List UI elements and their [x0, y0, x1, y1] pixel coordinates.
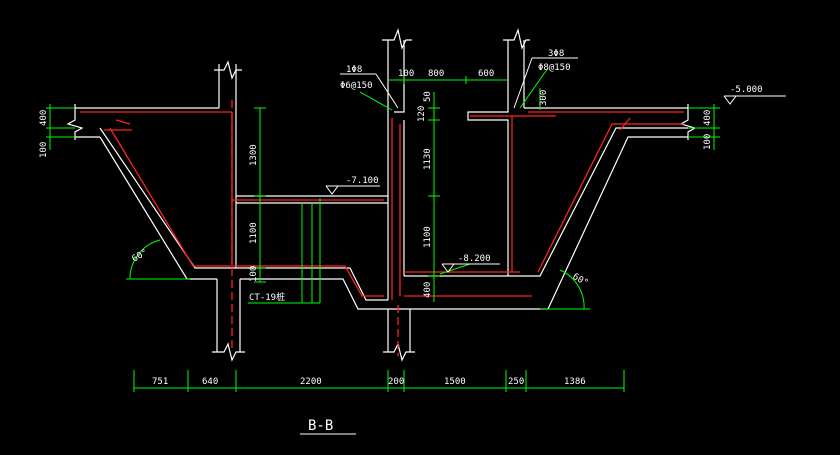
break-mark [214, 60, 242, 80]
angle-arc-right [559, 269, 585, 310]
elevation-symbol [723, 95, 737, 105]
dim-text: 100 [249, 266, 259, 282]
rebar-bottom-left [193, 265, 384, 297]
pile-mark-label: CT-19桩 [249, 291, 285, 303]
rebar-label: 1Φ8 [346, 65, 362, 75]
dim-text: 250 [508, 377, 524, 387]
rebar-label: 3Φ8 [548, 49, 564, 59]
angle-arc-left [129, 239, 161, 280]
dim-text: 1130 [423, 148, 433, 170]
rebar-tick [619, 117, 631, 131]
structure-outline [66, 27, 697, 362]
pit-step-outer [240, 278, 530, 310]
dim-text: 400 [39, 110, 49, 126]
elevation-label: -8.200 [458, 254, 491, 264]
rebar-right-slope [537, 123, 684, 273]
dim-text: 1100 [249, 222, 259, 244]
dim-text: 200 [388, 377, 404, 387]
dim-text: 1100 [423, 226, 433, 248]
dim-text: 640 [202, 377, 218, 387]
labels: B-B -5.000 -7.100 -8.200 1Φ8 Φ6@150 3Φ8 … [39, 49, 763, 434]
central-wall-right [394, 40, 405, 113]
dimension-lines [46, 67, 720, 392]
elevation-label: -5.000 [730, 85, 763, 95]
dim-text: 50 [423, 91, 433, 102]
rebar-tick [115, 119, 131, 125]
dim-text: 1300 [249, 144, 259, 166]
dim-text: 300 [539, 90, 549, 106]
dim-text: 120 [417, 106, 427, 122]
section-title: B-B [308, 418, 333, 434]
break-mark [383, 342, 415, 362]
rebar-left-slope-line [109, 127, 194, 267]
right-slope-inner [524, 127, 688, 277]
dim-text: 1500 [444, 377, 466, 387]
dim-text: 400 [423, 282, 433, 298]
break-mark [212, 342, 245, 362]
rebar-label: Φ8@150 [538, 63, 571, 73]
left-slope-inner [99, 127, 350, 269]
elevation-label: -7.100 [346, 176, 379, 186]
annotation-lines [300, 57, 786, 435]
break-mark [382, 27, 412, 50]
dim-text: 100 [398, 69, 414, 79]
dim-text: 1386 [564, 377, 586, 387]
dim-text: 751 [152, 377, 168, 387]
dim-text: 100 [39, 142, 49, 158]
angle-label: 60° [131, 248, 150, 265]
dim-text: 400 [703, 110, 713, 126]
break-mark [679, 104, 697, 140]
right-slope-outer [530, 136, 688, 310]
dim-text: 100 [703, 134, 713, 150]
angle-label: 60° [571, 272, 590, 289]
dim-text: 600 [478, 69, 494, 79]
right-column-left [467, 40, 509, 276]
elevation-symbol [441, 263, 455, 273]
break-mark [66, 104, 84, 140]
break-mark [503, 27, 530, 50]
rebar-label: Φ6@150 [340, 81, 373, 91]
pit-step [349, 267, 388, 301]
rebar-lines [80, 100, 684, 356]
dim-text: 800 [428, 69, 444, 79]
dim-text: 2200 [300, 377, 322, 387]
elevation-symbol [325, 185, 339, 195]
